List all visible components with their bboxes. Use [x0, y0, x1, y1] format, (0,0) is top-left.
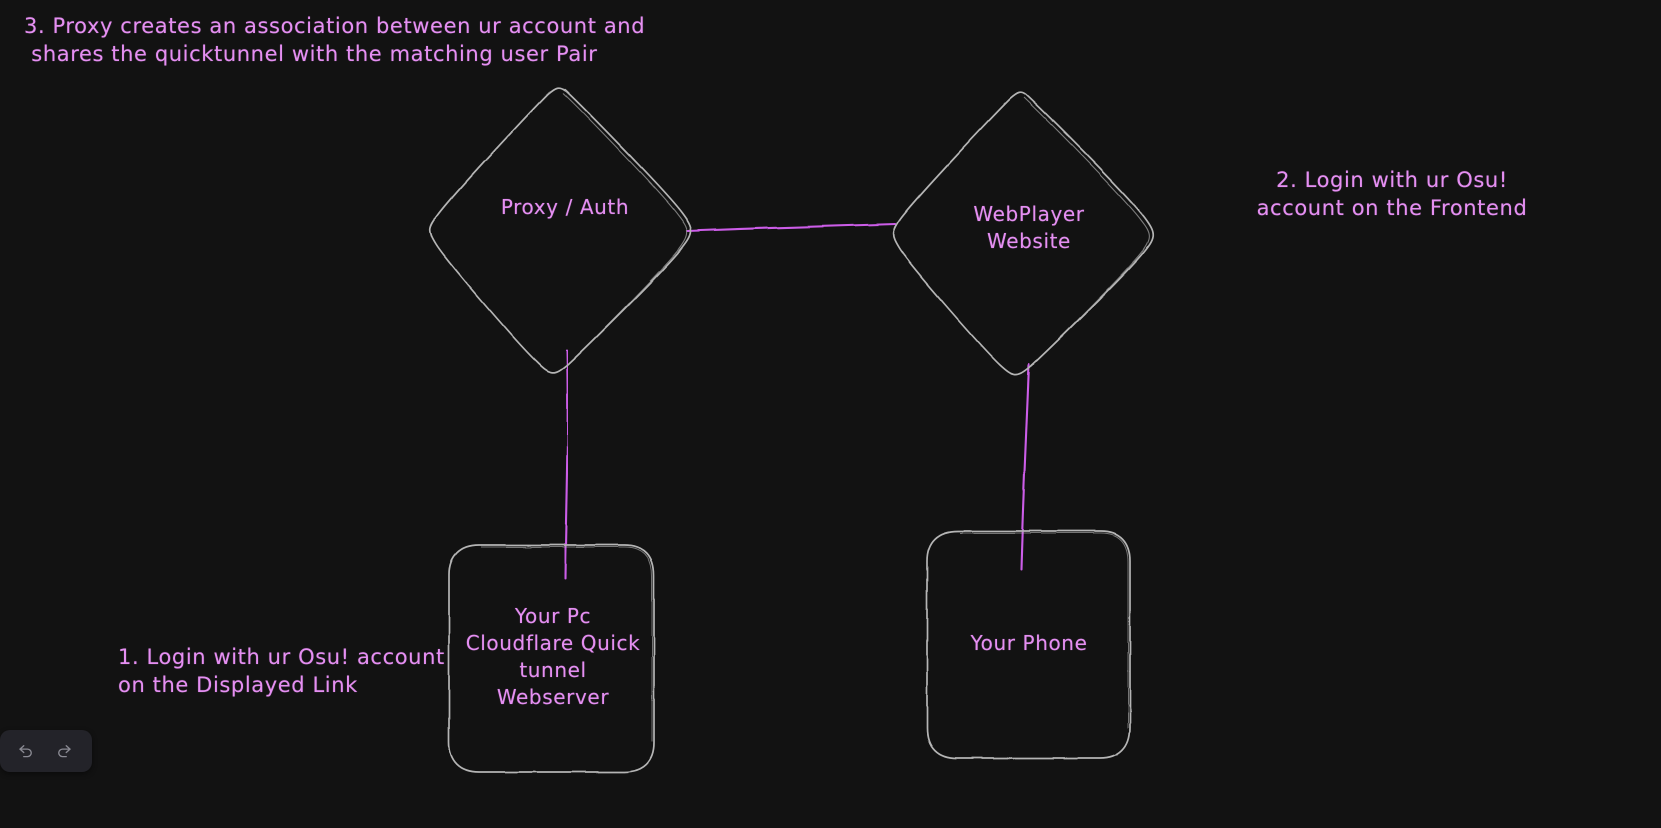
redo-button[interactable] — [48, 737, 80, 765]
undo-redo-toolbar[interactable] — [0, 730, 92, 772]
connector-proxy-to-webplayer[interactable] — [686, 222, 897, 233]
note-step-2: 2. Login with ur Osu! account on the Fro… — [1256, 168, 1528, 220]
shape-label-webplayer-website: WebPlayer Website — [973, 202, 1085, 253]
undo-icon — [17, 742, 35, 760]
shape-proxy-auth[interactable] — [429, 86, 692, 374]
shape-label-your-phone: Your Phone — [970, 631, 1088, 655]
note-step-1: 1. Login with ur Osu! account on the Dis… — [118, 645, 445, 697]
redo-icon — [55, 742, 73, 760]
connector-webplayer-to-phone[interactable] — [1019, 362, 1031, 571]
shape-label-your-pc: Your Pc Cloudflare Quick tunnel Webserve… — [465, 604, 641, 709]
note-step-3: 3. Proxy creates an association between … — [24, 14, 646, 66]
connector-proxy-to-pc[interactable] — [563, 348, 569, 580]
shape-label-proxy-auth: Proxy / Auth — [500, 195, 630, 219]
undo-button[interactable] — [10, 737, 42, 765]
